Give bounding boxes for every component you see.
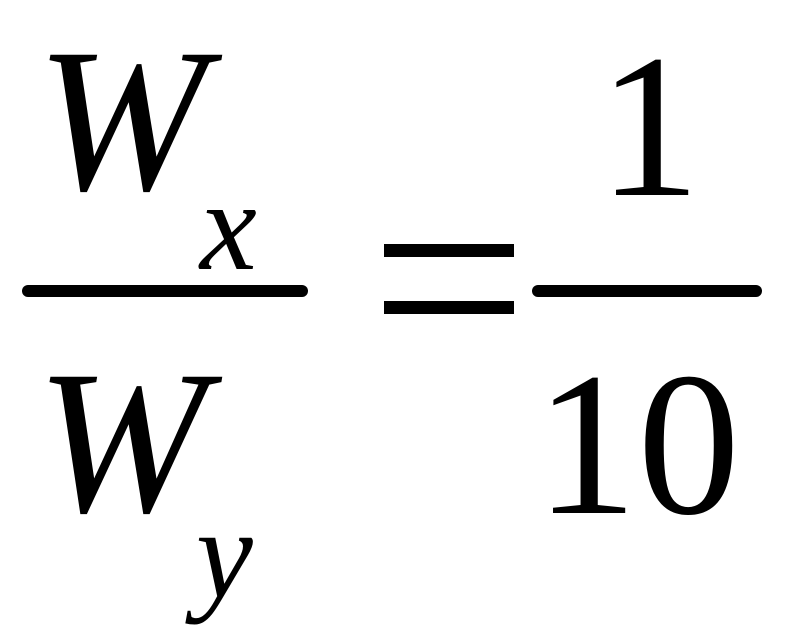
equals-bottom-bar — [384, 301, 514, 314]
equals-top-bar — [384, 244, 514, 257]
left-fraction-bar — [22, 285, 308, 297]
equals-sign: = — [384, 244, 514, 316]
right-numerator: 1 — [598, 13, 701, 240]
left-denominator-subscript: y — [196, 483, 253, 625]
right-denominator: 10 — [535, 331, 740, 558]
left-denominator-symbol: W — [36, 329, 207, 556]
left-numerator-symbol: W — [36, 7, 207, 234]
right-fraction-bar — [532, 285, 762, 297]
left-numerator-subscript: x — [200, 155, 257, 297]
